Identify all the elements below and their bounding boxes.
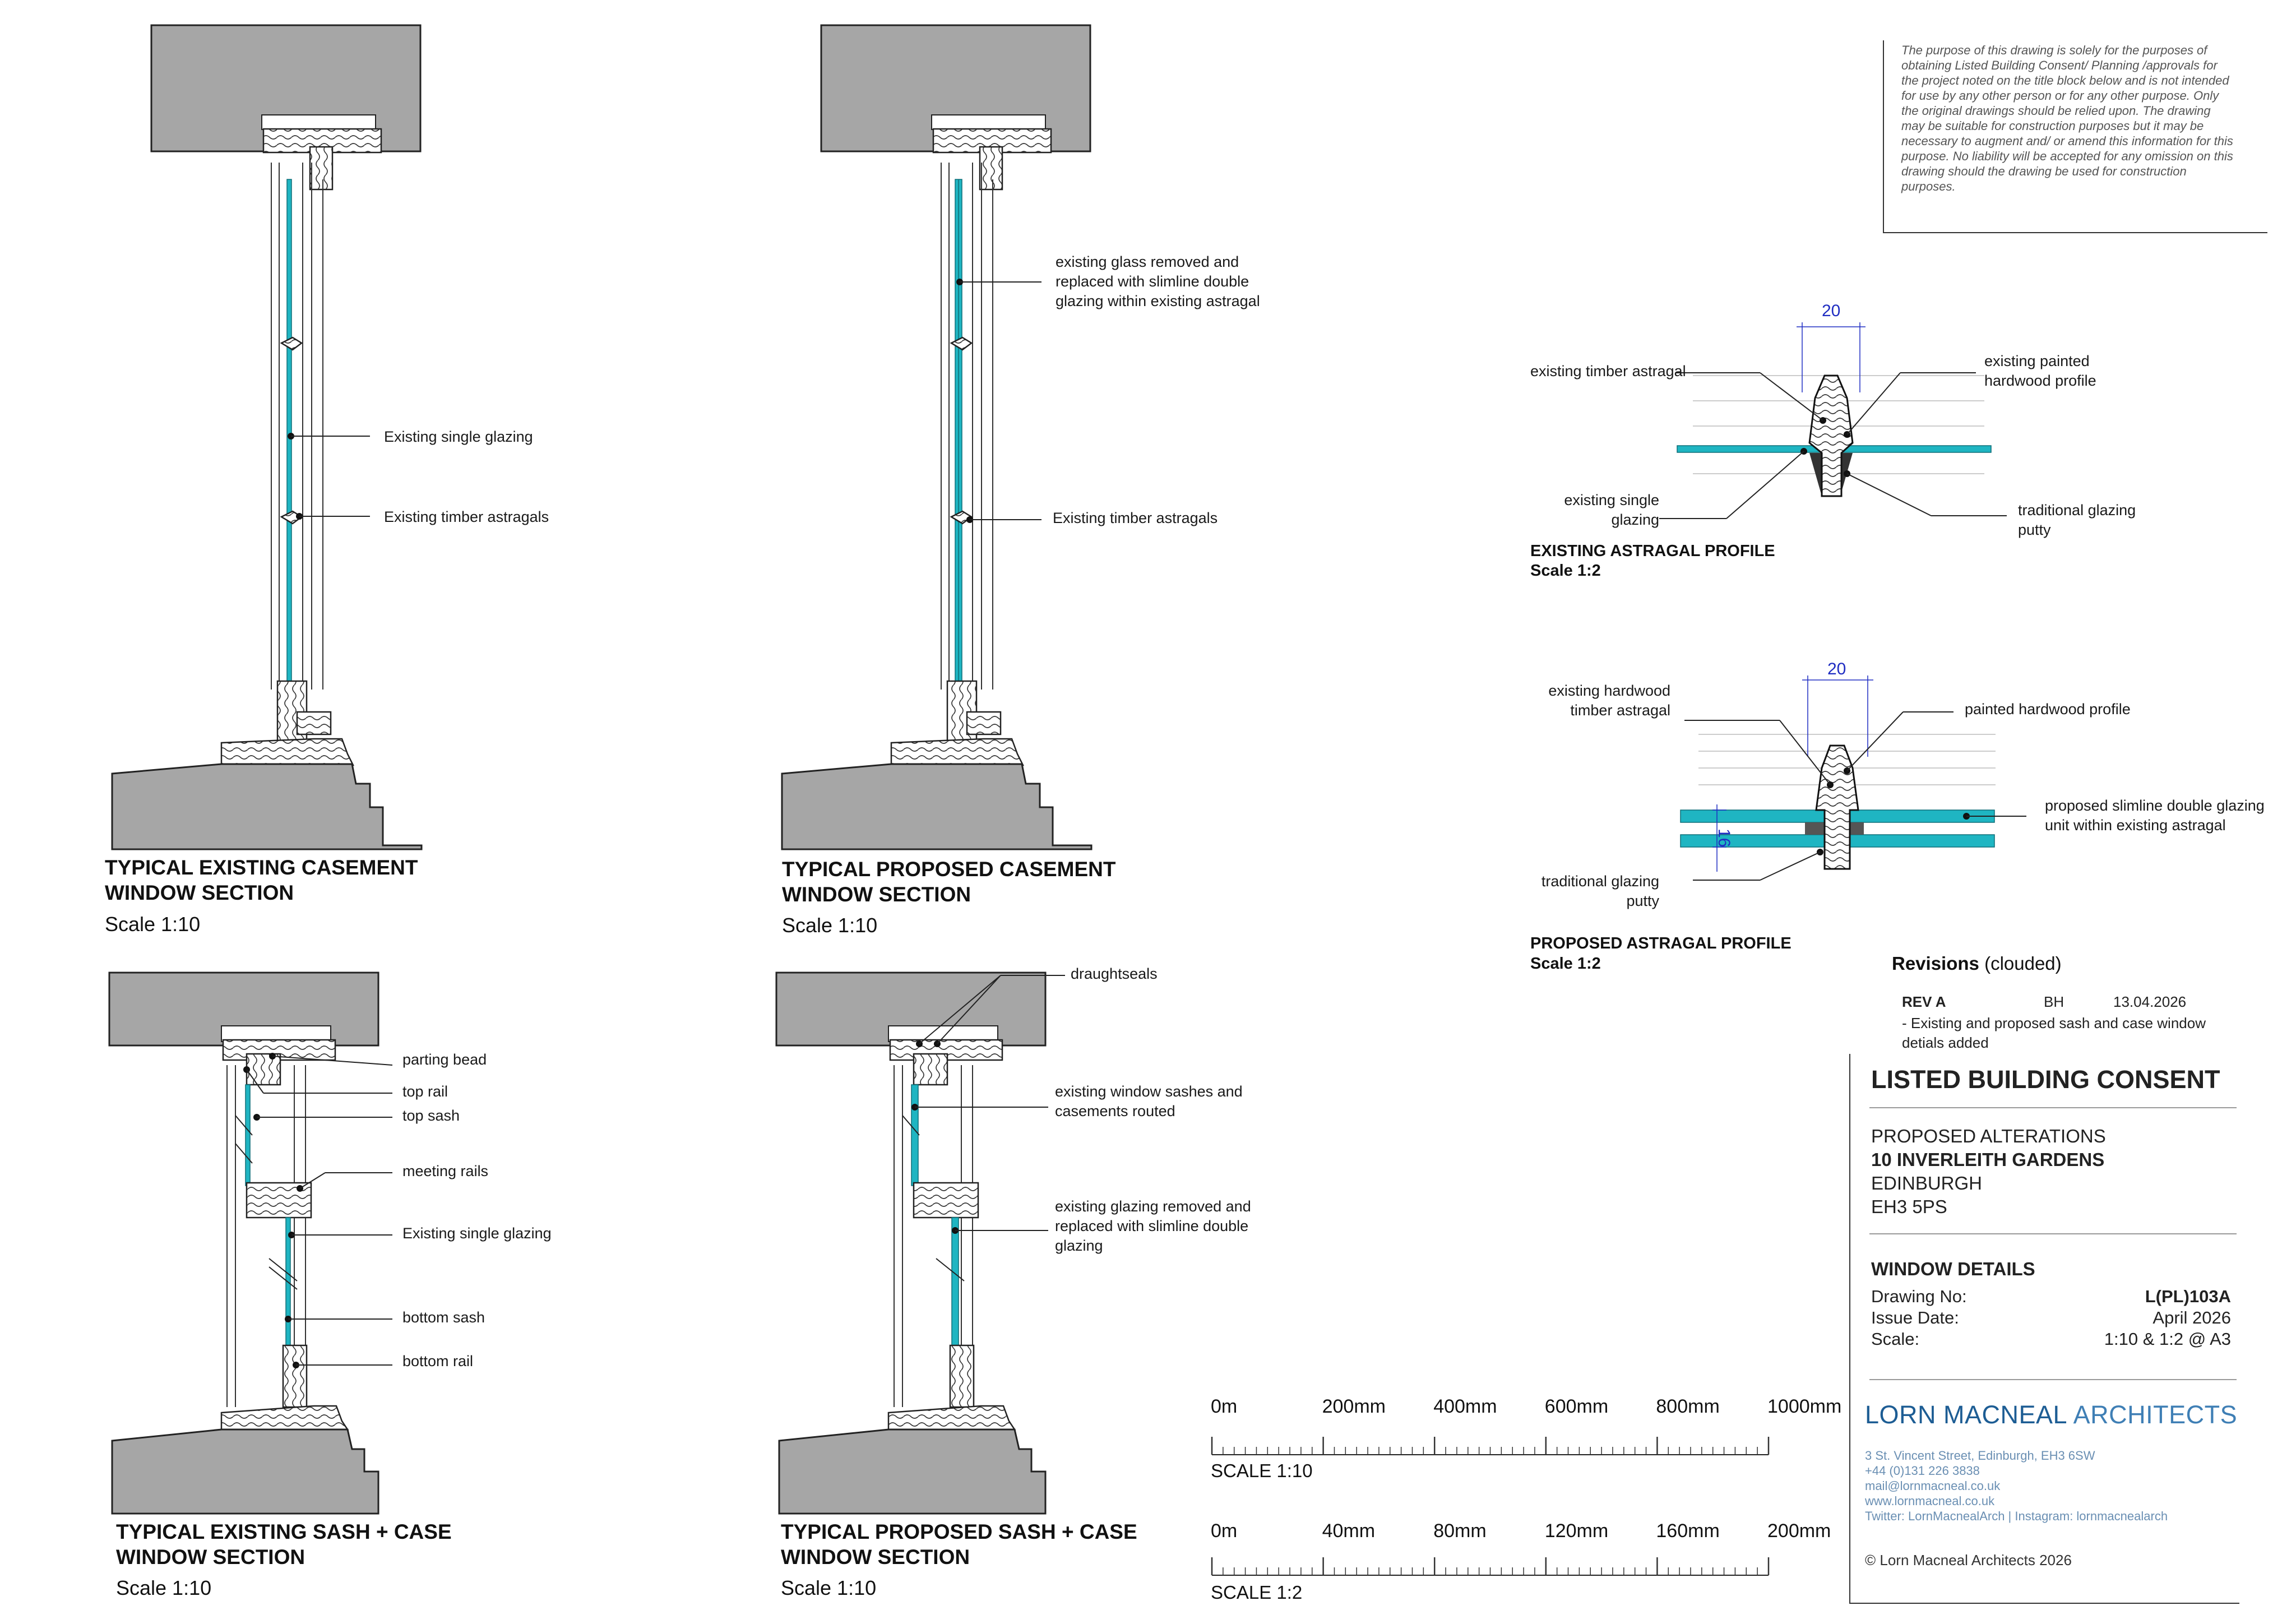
putty xyxy=(1809,453,1822,496)
proposed-casement-section xyxy=(781,24,1093,850)
scale-bar-tick-label: 800mm xyxy=(1656,1396,1720,1417)
dim-proposed-20: 20 xyxy=(1827,660,1846,678)
scale-bar-tick-label: 0m xyxy=(1211,1520,1238,1542)
scale-bar-tick-label: 400mm xyxy=(1433,1396,1497,1417)
scale-existing-sash: Scale 1:10 xyxy=(116,1576,212,1599)
proposed-sash-section xyxy=(775,971,1065,1515)
bottom-rail xyxy=(282,1344,308,1408)
note-slimline-double-glazing: proposed slimline double glazing unit wi… xyxy=(2045,797,2265,834)
note-existing-single-glazing: existing single glazing xyxy=(1564,492,1659,528)
note-painted-hardwood: painted hardwood profile xyxy=(1965,701,2131,718)
astragal xyxy=(1815,744,1859,870)
dim-existing-20: 20 xyxy=(1822,302,1841,320)
divider xyxy=(1869,1233,2237,1234)
note-top-rail: top rail xyxy=(402,1083,448,1100)
note-glass-replaced: existing glass removed and replaced with… xyxy=(1056,253,1260,309)
note-existing-timber-astragals: Existing timber astragals xyxy=(384,508,549,525)
title-existing-casement: TYPICAL EXISTING CASEMENT WINDOW SECTION xyxy=(105,856,418,904)
note-sashes-routed: existing window sashes and casements rou… xyxy=(1055,1083,1243,1119)
note-existing-timber-astragals: Existing timber astragals xyxy=(1053,510,1218,526)
note-meeting-rails: meeting rails xyxy=(402,1163,489,1179)
project-line-2: 10 INVERLEITH GARDENS xyxy=(1871,1149,2105,1170)
project-line-3: EDINBURGH xyxy=(1871,1173,1983,1193)
dim-proposed-16: 16 xyxy=(1715,829,1733,848)
scale-existing-astragal-profile: Scale 1:2 xyxy=(1530,562,1601,580)
sill xyxy=(220,738,355,766)
title-existing-astragal-profile: EXISTING ASTRAGAL PROFILE xyxy=(1530,542,1775,560)
scale-bar-tick-label: 80mm xyxy=(1433,1520,1487,1542)
drawing-no: L(PL)103A xyxy=(2145,1287,2231,1306)
scale-bar-tick-label: 600mm xyxy=(1544,1396,1609,1417)
title-existing-sash: TYPICAL EXISTING SASH + CASE WINDOW SECT… xyxy=(116,1520,452,1569)
existing-casement-section xyxy=(111,24,423,850)
revision-code: REV A xyxy=(1902,993,1946,1010)
scale-bar-1-2-caption: SCALE 1:2 xyxy=(1211,1582,1303,1603)
divider xyxy=(1869,1107,2237,1108)
firm-logo: LORN MACNEAL ARCHITECTS xyxy=(1865,1400,2238,1429)
disclaimer-frame xyxy=(1883,40,2267,233)
astragal xyxy=(950,336,973,351)
scale-proposed-casement: Scale 1:10 xyxy=(782,914,878,937)
existing-sash-section xyxy=(108,971,393,1515)
scale-existing-casement: Scale 1:10 xyxy=(105,913,201,936)
scale-bar-tick-label: 200mm xyxy=(1322,1396,1386,1417)
scale-bar-tick-label: 40mm xyxy=(1322,1520,1376,1542)
note-existing-single-glazing: Existing single glazing xyxy=(384,428,533,445)
firm-social: Twitter: LornMacnealArch | Instagram: lo… xyxy=(1865,1509,2168,1523)
note-existing-single-glazing: Existing single glazing xyxy=(402,1225,552,1242)
scale-proposed-astragal-profile: Scale 1:2 xyxy=(1530,955,1601,973)
scale-proposed-sash: Scale 1:10 xyxy=(781,1576,877,1599)
title-proposed-sash: TYPICAL PROPOSED SASH + CASE WINDOW SECT… xyxy=(781,1520,1137,1569)
scale-bar-tick-label: 0m xyxy=(1211,1396,1238,1417)
note-glazing-replaced: existing glazing removed and replaced wi… xyxy=(1055,1198,1251,1254)
note-bottom-sash: bottom sash xyxy=(402,1309,485,1326)
scale-bar-tick-label: 1000mm xyxy=(1767,1396,1842,1417)
note-traditional-putty: traditional glazing putty xyxy=(1541,873,1659,909)
firm-phone: +44 (0)131 226 3838 xyxy=(1865,1464,1980,1478)
note-traditional-putty: traditional glazing putty xyxy=(2018,502,2136,538)
consent-type: LISTED BUILDING CONSENT xyxy=(1871,1065,2220,1094)
note-existing-timber-astragal: existing timber astragal xyxy=(1530,363,1686,380)
astragal xyxy=(280,336,303,351)
firm-email[interactable]: mail@lornmacneal.co.uk xyxy=(1865,1479,2001,1493)
top-sash-glass xyxy=(245,1084,251,1186)
revision-date: 13.04.2026 xyxy=(2113,993,2187,1010)
proposed-astragal-profile xyxy=(1680,675,2026,881)
drawing-title: WINDOW DETAILS xyxy=(1871,1259,2035,1279)
note-parting-bead: parting bead xyxy=(402,1051,487,1068)
drawing-no-label: Drawing No: xyxy=(1871,1287,1967,1306)
note-top-sash: top sash xyxy=(402,1107,460,1124)
revision-by: BH xyxy=(2044,993,2064,1010)
scale-bar-1-10-caption: SCALE 1:10 xyxy=(1211,1460,1313,1481)
scale-bar-tick-label: 120mm xyxy=(1544,1520,1609,1542)
revisions-heading: Revisions (clouded) xyxy=(1892,953,2062,974)
title-block-frame xyxy=(1849,1054,2239,1604)
note-hardwood-timber-astragal: existing hardwood timber astragal xyxy=(1548,682,1670,719)
scale-label: Scale: xyxy=(1871,1329,1920,1349)
existing-astragal-profile xyxy=(1659,322,2007,519)
firm-address: 3 St. Vincent Street, Edinburgh, EH3 6SW xyxy=(1865,1449,2095,1463)
astragal xyxy=(1808,374,1854,497)
scale-bar-tick-label: 160mm xyxy=(1656,1520,1720,1542)
revision-description: - Existing and proposed sash and case wi… xyxy=(1902,1015,2206,1051)
disclaimer-text: The purpose of this drawing is solely fo… xyxy=(1901,43,2233,193)
note-existing-painted-hardwood: existing painted hardwood profile xyxy=(1984,353,2096,389)
issue-date: April 2026 xyxy=(2152,1308,2231,1327)
note-bottom-rail: bottom rail xyxy=(402,1353,474,1369)
scale-bar-tick-label: 200mm xyxy=(1767,1520,1831,1542)
firm-website[interactable]: www.lornmacneal.co.uk xyxy=(1865,1494,1995,1508)
scale-value: 1:10 & 1:2 @ A3 xyxy=(2104,1329,2231,1349)
scale-bar-1-2 xyxy=(1211,1557,1770,1576)
divider xyxy=(1869,1379,2237,1380)
scale-bar-1-10 xyxy=(1211,1437,1770,1455)
project-line-1: PROPOSED ALTERATIONS xyxy=(1871,1126,2106,1146)
note-draughtseals: draughtseals xyxy=(1071,965,1158,982)
firm-contact: 3 St. Vincent Street, Edinburgh, EH3 6SW… xyxy=(1865,1448,2168,1524)
copyright: © Lorn Macneal Architects 2026 xyxy=(1865,1552,2072,1569)
issue-date-label: Issue Date: xyxy=(1871,1308,1959,1327)
title-proposed-astragal-profile: PROPOSED ASTRAGAL PROFILE xyxy=(1530,934,1792,952)
title-proposed-casement: TYPICAL PROPOSED CASEMENT WINDOW SECTION xyxy=(782,858,1116,906)
project-line-4: EH3 5PS xyxy=(1871,1196,1947,1217)
